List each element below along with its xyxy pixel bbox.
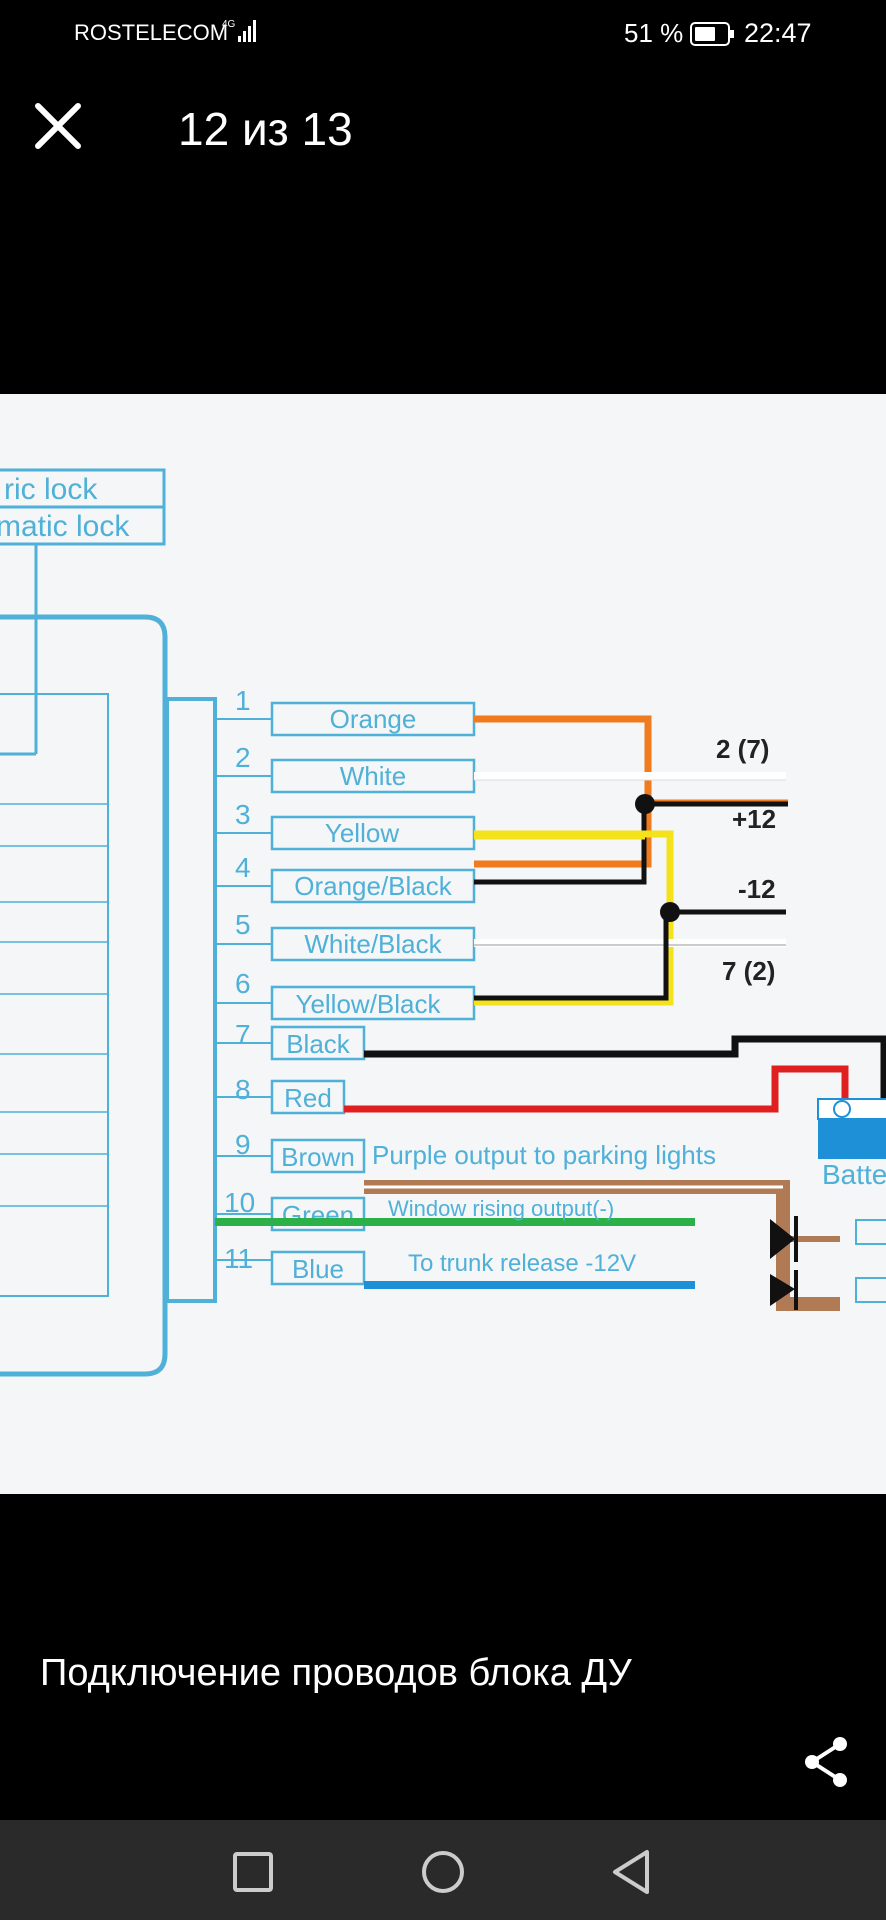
pin-row: 6 Yellow/Black [215,968,476,1021]
wires: Batte [215,715,886,1311]
share-icon[interactable] [800,1734,856,1790]
network-type: 4G [222,19,236,30]
pin-row: 1 Orange [215,685,476,737]
navigation-bar [0,1820,886,1920]
image-caption: Подключение проводов блока ДУ [40,1652,632,1694]
pin-number: 1 [235,685,251,716]
pin-row: 3 Yellow [215,799,476,851]
wire-label: White/Black [304,929,442,959]
control-unit-frame [0,614,217,1377]
battery-label: Batte [822,1159,886,1190]
pin-row: 8 Red [215,1074,346,1115]
circle-icon[interactable] [413,1842,473,1902]
label-minus12: -12 [738,874,776,904]
wiring-diagram: ric lock matic lock [0,394,886,1494]
pin-number: 2 [235,742,251,773]
wire-label: Orange [330,704,417,734]
pin-row: 2 White [215,742,476,794]
pin-number: 5 [235,909,251,940]
wire-label: White [340,761,406,791]
signal-icon: 4G [222,19,256,42]
wire-label: Yellow [325,818,399,848]
pin-row: 9 Brown [215,1129,366,1174]
pin-row: 7 Black [215,1019,366,1061]
note-green: Window rising output(-) [388,1196,614,1221]
note-brown: Purple output to parking lights [372,1140,716,1170]
pin-number: 7 [235,1019,251,1050]
battery-percent: 51 % [624,18,684,48]
lock-label-2: matic lock [0,510,130,543]
pin-number: 11 [224,1243,253,1274]
pin-number: 10 [224,1187,255,1218]
label-2-7: 2 (7) [716,734,769,764]
wire-label: Black [286,1029,351,1059]
image-counter: 12 из 13 [178,103,353,155]
wire-label: Red [284,1083,332,1113]
close-icon[interactable] [28,96,90,158]
junction-dot [660,902,680,922]
triangle-back-icon[interactable] [603,1842,663,1902]
diode-symbols [770,1216,886,1310]
square-icon[interactable] [223,1842,283,1902]
pin-row: 4 Orange/Black [215,852,476,904]
pin-number: 6 [235,968,251,999]
label-7-2: 7 (2) [722,956,775,986]
pin-number: 9 [235,1129,251,1160]
label-plus12: +12 [732,804,776,834]
status-bar: ROSTELECOM 4G 51 % 22:47 [0,0,886,66]
pin-number: 4 [235,852,251,883]
junction-dot [635,794,655,814]
viewer-toolbar: 12 из 13 [0,66,886,186]
wiring-diagram-image[interactable]: ric lock matic lock [0,394,886,1494]
pin-number: 3 [235,799,251,830]
lock-label-1: ric lock [4,473,98,506]
connector-pins: 1 Orange 2 White 3 Yellow 4 Orange/Blac [215,685,476,1286]
side-labels: 2 (7) +12 -12 7 (2) [716,734,776,986]
battery-symbol: Batte [817,1098,886,1190]
wire-label: Orange/Black [294,871,453,901]
lock-label-box: ric lock matic lock [0,468,166,756]
battery-icon [690,22,734,46]
wire-label: Blue [292,1254,344,1284]
note-blue: To trunk release -12V [408,1250,636,1277]
clock: 22:47 [744,18,812,48]
wire-label: Brown [281,1142,355,1172]
pin-number: 8 [235,1074,251,1105]
wire-label: Yellow/Black [295,989,441,1019]
carrier-label: ROSTELECOM [74,20,229,45]
pin-row: 11 Blue [215,1243,366,1286]
